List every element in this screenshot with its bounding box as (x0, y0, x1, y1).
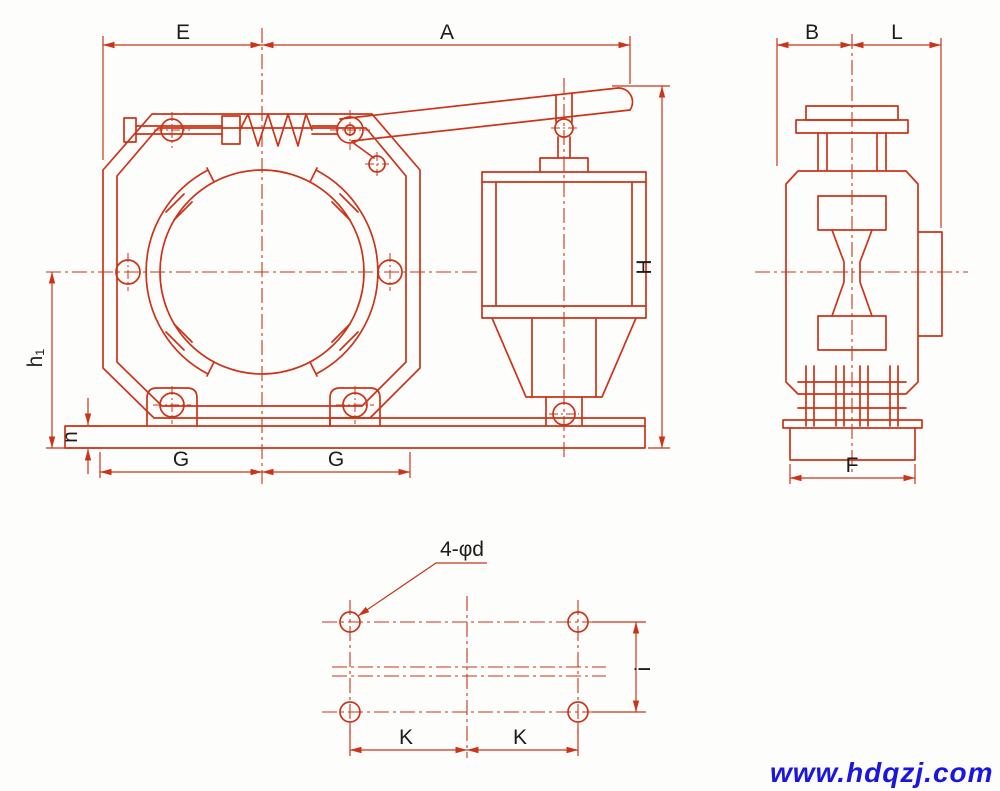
base-pedestal (782, 419, 923, 461)
dim-G: G G (99, 448, 411, 478)
dim-K: K K (349, 726, 579, 756)
centerlines (755, 34, 968, 472)
top-bracket (795, 105, 909, 171)
side-view: B L F (755, 21, 968, 484)
dim-label-K-left: K (399, 726, 413, 749)
dim-label-G-right: G (328, 448, 344, 471)
dim-label-A: A (440, 21, 454, 44)
dim-label-n: n (59, 431, 82, 443)
hinge-pins (115, 110, 579, 426)
mounting-holes (339, 611, 589, 723)
dim-B-L: B L (776, 21, 942, 228)
dim-H: H (612, 85, 670, 449)
dim-label-L: L (891, 21, 903, 44)
dim-E-A: E A (102, 21, 631, 160)
drum-hub (817, 195, 887, 351)
base-plate (64, 417, 646, 449)
brake-lever (339, 87, 634, 159)
brake-drum (159, 169, 365, 375)
dim-label-E: E (176, 21, 190, 44)
dim-F: F (789, 454, 916, 484)
dim-label-K-right: K (513, 726, 527, 749)
dim-label-F: F (846, 454, 859, 477)
hole-callout-label: 4-φd (440, 538, 484, 561)
thruster (481, 136, 647, 427)
dim-label-G-left: G (173, 448, 189, 471)
dim-label-h1: h₁ (24, 349, 47, 368)
dim-label-H: H (633, 259, 656, 274)
dim-h1: h₁ (24, 272, 100, 449)
dim-label-i: i (632, 667, 655, 672)
bottom-view: 4-φd i K K (322, 538, 655, 758)
centerlines (46, 28, 565, 484)
anchor-bolts (797, 365, 907, 427)
centerlines (322, 596, 612, 758)
dim-label-B: B (805, 21, 819, 44)
brake-frame (102, 113, 421, 419)
release-spring (123, 113, 338, 147)
mounting-feet (146, 387, 381, 427)
body-outline (785, 170, 943, 395)
site-watermark: www.hdqzj.com (770, 757, 994, 788)
dim-n: n (59, 398, 100, 474)
dim-i: i (592, 621, 655, 713)
front-view: E A H h₁ n G G (24, 21, 670, 484)
hole-callout: 4-φd (357, 538, 487, 617)
